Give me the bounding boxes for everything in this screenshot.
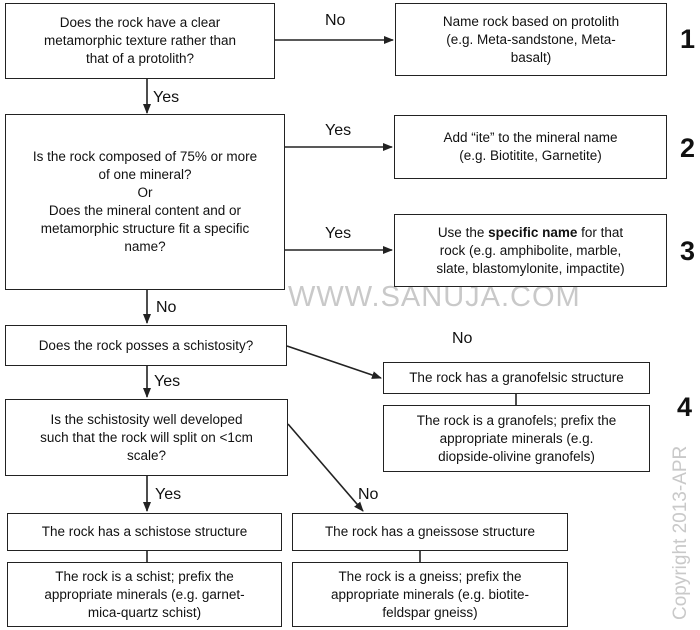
label-yes-q1: Yes (153, 89, 180, 106)
text-line: (e.g. Biotitite, Garnetite) (459, 148, 602, 163)
arrow-q3-to-a4 (286, 345, 382, 379)
text-line: Does the rock posses a schistosity? (38, 337, 254, 353)
text-line: (e.g. Meta-sandstone, Meta- (446, 31, 616, 47)
text-line: that of a protolith? (85, 51, 195, 66)
text-line: The rock is a gneiss; prefix the (338, 568, 522, 584)
section-number-2: 2 (680, 133, 696, 163)
result-schistose-structure: The rock has a schistose structure (7, 513, 282, 551)
text-line: Is the schistosity well developed (50, 411, 243, 427)
result-granofels: The rock is a granofels; prefix the appr… (383, 405, 650, 472)
question-schistosity: Does the rock posses a schistosity? (5, 325, 287, 366)
label-no-q3: No (452, 330, 473, 347)
emphasis-specific-name: specific name (488, 224, 578, 240)
label-no-q1: No (325, 12, 346, 29)
text-line: The rock has a granofelsic structure (409, 370, 624, 385)
text-fragment: Use the (437, 224, 489, 240)
text-line: The rock is a schist; prefix the (55, 568, 234, 584)
text-line: of one mineral? (98, 167, 192, 182)
label-yes-q4: Yes (155, 486, 182, 503)
text-line: scale? (126, 447, 167, 463)
text-line: The rock has a schistose structure (41, 524, 248, 539)
text-line: Is the rock composed of 75% or more (32, 149, 258, 164)
text-line: such that the rock will split on <1cm (40, 429, 253, 445)
text-line: diopside-olivine granofels) (438, 448, 595, 464)
question-mineral-composition: Is the rock composed of 75% or more of o… (5, 114, 285, 290)
question-schistosity-developed: Is the schistosity well developed such t… (5, 399, 288, 476)
text-line: feldspar gneiss) (382, 604, 478, 620)
text-line: metamorphic structure fit a specific (40, 221, 250, 236)
text-line: Or (137, 185, 153, 200)
text-line: metamorphic texture rather than (43, 33, 237, 48)
result-granofelsic-structure: The rock has a granofelsic structure (383, 362, 650, 394)
text-line: The rock has a gneissose structure (324, 524, 536, 539)
result-protolith-name: Name rock based on protolith (e.g. Meta-… (395, 3, 667, 76)
section-number-4: 4 (677, 392, 693, 422)
text-line: basalt) (510, 49, 552, 65)
text-line: Name rock based on protolith (442, 13, 620, 29)
text-line: rock (e.g. amphibolite, marble, (439, 242, 622, 258)
question-metamorphic-texture: Does the rock have a clear metamorphic t… (5, 3, 275, 79)
text-fragment: for that (577, 224, 624, 240)
result-add-ite: Add “ite” to the mineral name (e.g. Biot… (394, 115, 667, 179)
label-no-q4: No (358, 486, 379, 503)
result-schist: The rock is a schist; prefix the appropr… (7, 562, 282, 627)
label-no-q2: No (156, 299, 177, 316)
result-gneissose-structure: The rock has a gneissose structure (292, 513, 568, 551)
text-line: mica-quartz schist) (87, 604, 202, 620)
text-line: The rock is a granofels; prefix the (416, 412, 617, 428)
text-line: Does the rock have a clear (59, 15, 221, 30)
text-line: Does the mineral content and or (48, 203, 242, 218)
text-line: Add “ite” to the mineral name (443, 130, 618, 145)
result-gneiss: The rock is a gneiss; prefix the appropr… (292, 562, 568, 627)
text-line: appropriate minerals (e.g. biotite- (330, 586, 530, 602)
label-yes-q2-a3: Yes (325, 225, 352, 242)
text-line: name? (124, 239, 166, 254)
text-line: slate, blastomylonite, impactite) (436, 260, 625, 276)
label-yes-q2-a2: Yes (325, 122, 352, 139)
text-line: appropriate minerals (e.g. garnet- (44, 586, 245, 602)
section-number-3: 3 (680, 236, 696, 266)
text-line: appropriate minerals (e.g. (439, 430, 594, 446)
result-specific-name: Use the specific name for that rock (e.g… (394, 214, 667, 287)
copyright-notice: Copyright 2013-APR (670, 445, 691, 620)
arrow-q4-to-g1 (287, 423, 364, 512)
section-number-1: 1 (680, 24, 696, 54)
text-line: Use the specific name for that (436, 224, 624, 242)
label-yes-q3: Yes (154, 373, 181, 390)
